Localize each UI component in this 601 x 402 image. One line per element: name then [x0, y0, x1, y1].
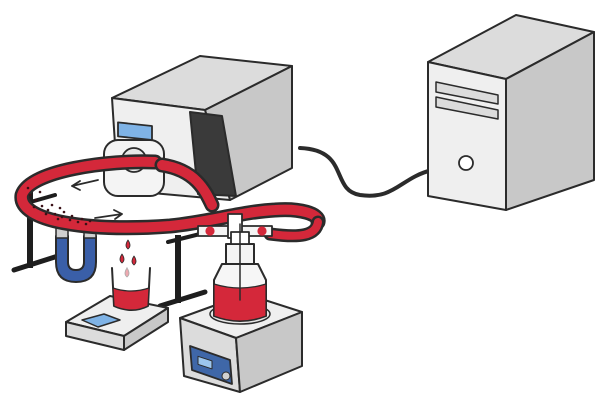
particle-13 [70, 214, 74, 218]
stand-post-middle [175, 235, 181, 303]
particle-4 [46, 208, 50, 212]
particle-11 [50, 203, 54, 207]
particle-16 [56, 217, 60, 221]
peristaltic-pump [103, 55, 293, 201]
balance-display [81, 313, 121, 328]
particle-15 [44, 212, 48, 216]
magnet-body [55, 235, 97, 283]
particle-8 [76, 220, 80, 224]
flow-arrow-top [71, 179, 99, 191]
drop-2 [119, 253, 125, 264]
stirrer-knob-icon[interactable] [221, 371, 231, 381]
particle-18 [88, 219, 92, 223]
particle-17 [80, 217, 84, 221]
ring-stand [11, 188, 208, 309]
beaker-liquid [112, 287, 150, 311]
particle-1 [28, 193, 32, 197]
particle-12 [62, 210, 66, 214]
drive-bay-2 [435, 96, 499, 120]
reservoir-bottle [213, 223, 267, 322]
tubing-loop [14, 154, 326, 243]
drop-3 [131, 255, 137, 266]
stand-post-left [27, 188, 33, 268]
data-cable [298, 146, 434, 198]
particle-10 [38, 190, 42, 194]
stirrer-side [235, 311, 303, 393]
particle-14 [32, 205, 36, 209]
particle-20 [58, 206, 62, 210]
particle-9 [84, 222, 88, 226]
power-button-icon[interactable] [458, 155, 474, 171]
particle-19 [26, 186, 30, 190]
stand-clamp-middle [166, 232, 202, 244]
drop-1 [125, 239, 131, 250]
valve-knob-right [257, 226, 267, 236]
computer-tower [427, 14, 595, 211]
particle-5 [53, 212, 57, 216]
stand-base-middle [157, 289, 208, 309]
valve-knob-left [205, 226, 215, 236]
drive-bay-1 [435, 81, 499, 105]
pump-front-recess [189, 111, 237, 197]
balance-side [123, 307, 169, 351]
particle-2 [34, 198, 38, 202]
pump-display [117, 121, 153, 141]
stand-base-left [11, 253, 61, 273]
tubing-inner [16, 156, 323, 233]
flow-arrow-bottom [94, 209, 123, 220]
tubing-return-fill [157, 160, 217, 210]
stirrer-screen [197, 355, 213, 370]
particle-7 [68, 218, 72, 222]
horseshoe-magnet-icon [55, 227, 97, 283]
particle-3 [40, 204, 44, 208]
tubing-to-reservoir-fill [266, 218, 322, 240]
bottle-liquid [213, 283, 267, 322]
magnetic-particles [26, 186, 92, 226]
particle-6 [60, 215, 64, 219]
laboratory-balance [65, 267, 169, 351]
